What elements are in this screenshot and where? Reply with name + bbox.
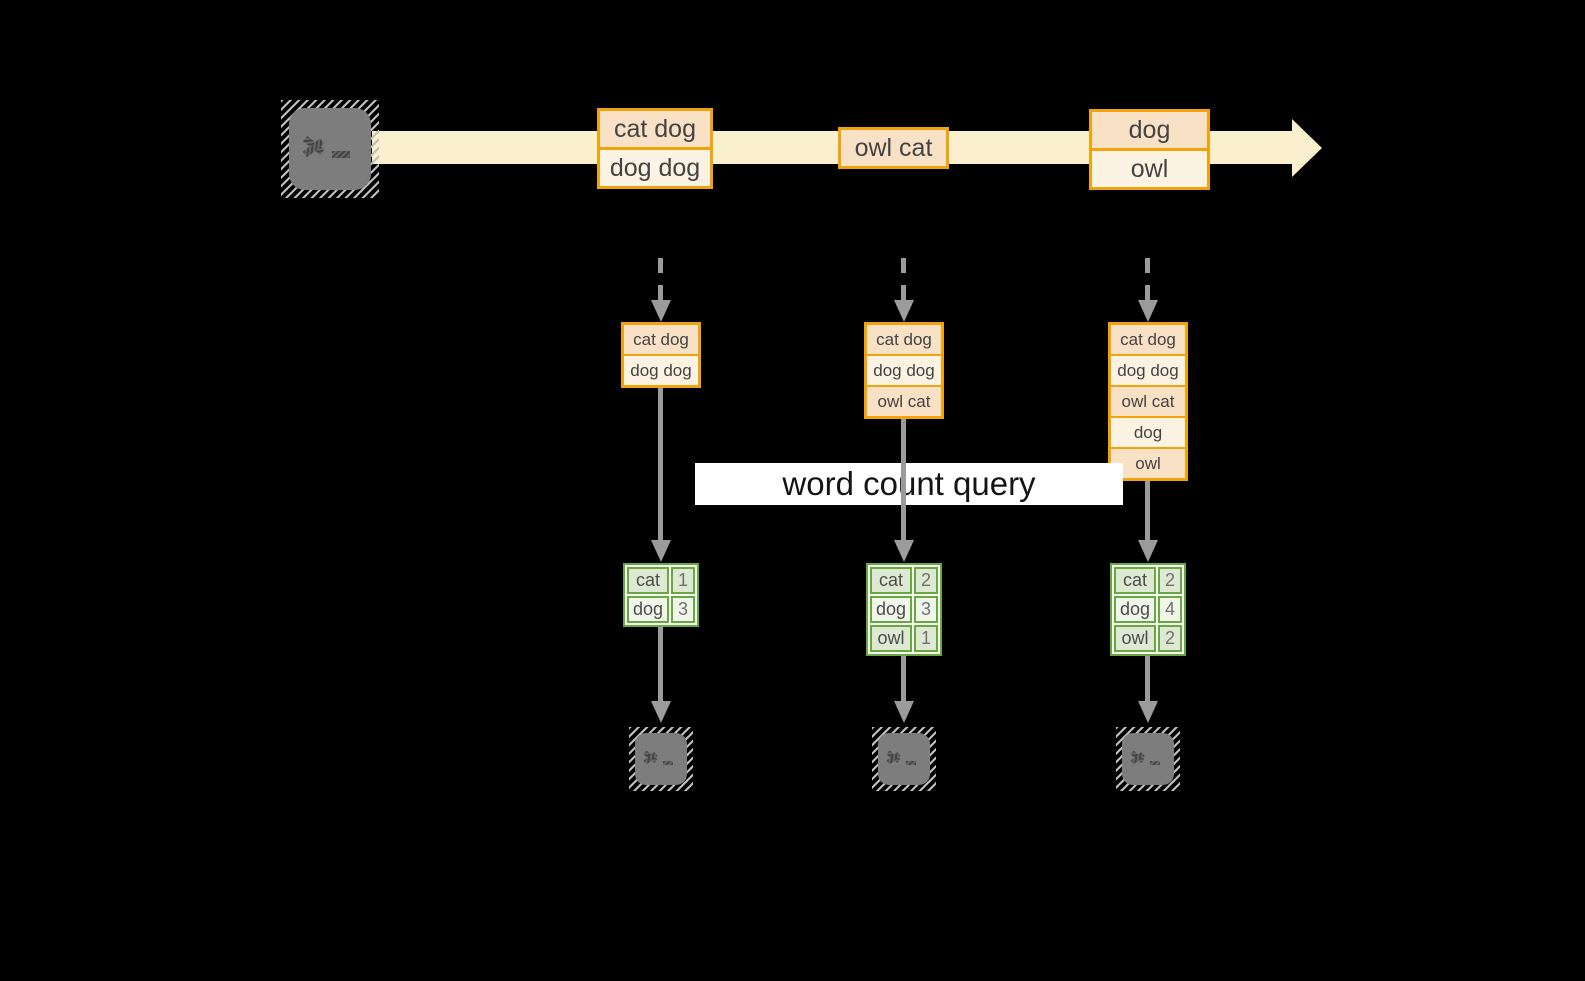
stream-event-line: owl xyxy=(1092,148,1207,187)
output-line-2 xyxy=(901,656,906,701)
count-cell: 4 xyxy=(1158,596,1182,623)
count-cell: 3 xyxy=(671,596,695,623)
batch-line: owl cat xyxy=(1111,385,1185,416)
query-flow-line-2 xyxy=(901,419,906,540)
ingest-arrow-head-2 xyxy=(894,300,914,322)
prompt-underscore-icon xyxy=(662,760,674,765)
count-cell: 2 xyxy=(914,567,938,594)
batch-line: dog dog xyxy=(624,354,698,385)
count-cell: 2 xyxy=(1158,567,1182,594)
terminal-prompt-icon xyxy=(878,733,930,785)
terminal-prompt-icon xyxy=(289,108,371,190)
query-flow-line-3 xyxy=(1145,481,1150,540)
output-terminal-icon-1 xyxy=(629,727,693,791)
word-cell: cat xyxy=(870,567,912,594)
output-arrow-head-1 xyxy=(651,701,671,723)
query-banner: word count query xyxy=(695,463,1123,505)
output-arrow-head-2 xyxy=(894,701,914,723)
word-cell: cat xyxy=(627,567,669,594)
prompt-underscore-icon xyxy=(905,760,917,765)
batch-line: dog dog xyxy=(1111,354,1185,385)
query-flow-line-1 xyxy=(658,388,663,540)
stream-event-line: dog dog xyxy=(600,147,710,186)
stream-arrow-head xyxy=(1292,119,1322,177)
word-cell: dog xyxy=(1114,596,1156,623)
ingest-dashed-arrow-1 xyxy=(658,258,663,302)
stream-event-box-2: owl cat xyxy=(838,127,949,169)
terminal-body xyxy=(635,733,687,785)
query-flow-head-2 xyxy=(894,540,914,562)
terminal-body xyxy=(289,108,371,190)
stream-event-line: dog xyxy=(1092,112,1207,148)
output-terminal-icon-3 xyxy=(1116,727,1180,791)
batch-line: cat dog xyxy=(624,325,698,354)
output-terminal-icon-2 xyxy=(872,727,936,791)
batch-line: owl xyxy=(1111,447,1185,478)
terminal-prompt-icon xyxy=(1122,733,1174,785)
word-cell: owl xyxy=(870,625,912,652)
terminal-body xyxy=(1122,733,1174,785)
ingest-arrow-head-3 xyxy=(1138,300,1158,322)
count-cell: 2 xyxy=(1158,625,1182,652)
source-terminal-icon xyxy=(281,100,379,198)
stream-event-line: owl cat xyxy=(841,130,946,166)
stream-event-line: cat dog xyxy=(600,111,710,147)
output-line-1 xyxy=(658,627,663,701)
query-flow-head-3 xyxy=(1138,540,1158,562)
word-cell: dog xyxy=(627,596,669,623)
batch-line: dog xyxy=(1111,416,1185,447)
word-cell: dog xyxy=(870,596,912,623)
count-cell: 1 xyxy=(914,625,938,652)
output-line-3 xyxy=(1145,656,1150,701)
count-cell: 1 xyxy=(671,567,695,594)
prompt-underscore-icon xyxy=(332,151,350,158)
prompt-underscore-icon xyxy=(1149,760,1161,765)
query-flow-head-1 xyxy=(651,540,671,562)
output-arrow-head-3 xyxy=(1138,701,1158,723)
count-cell: 3 xyxy=(914,596,938,623)
ingest-arrow-head-1 xyxy=(651,300,671,322)
batch-line: cat dog xyxy=(867,325,941,354)
terminal-body xyxy=(878,733,930,785)
ingest-dashed-arrow-3 xyxy=(1145,258,1150,302)
ingest-dashed-arrow-2 xyxy=(901,258,906,302)
word-cell: owl xyxy=(1114,625,1156,652)
terminal-prompt-icon xyxy=(635,733,687,785)
batch-line: owl cat xyxy=(867,385,941,416)
batch-line: dog dog xyxy=(867,354,941,385)
word-cell: cat xyxy=(1114,567,1156,594)
batch-line: cat dog xyxy=(1111,325,1185,354)
